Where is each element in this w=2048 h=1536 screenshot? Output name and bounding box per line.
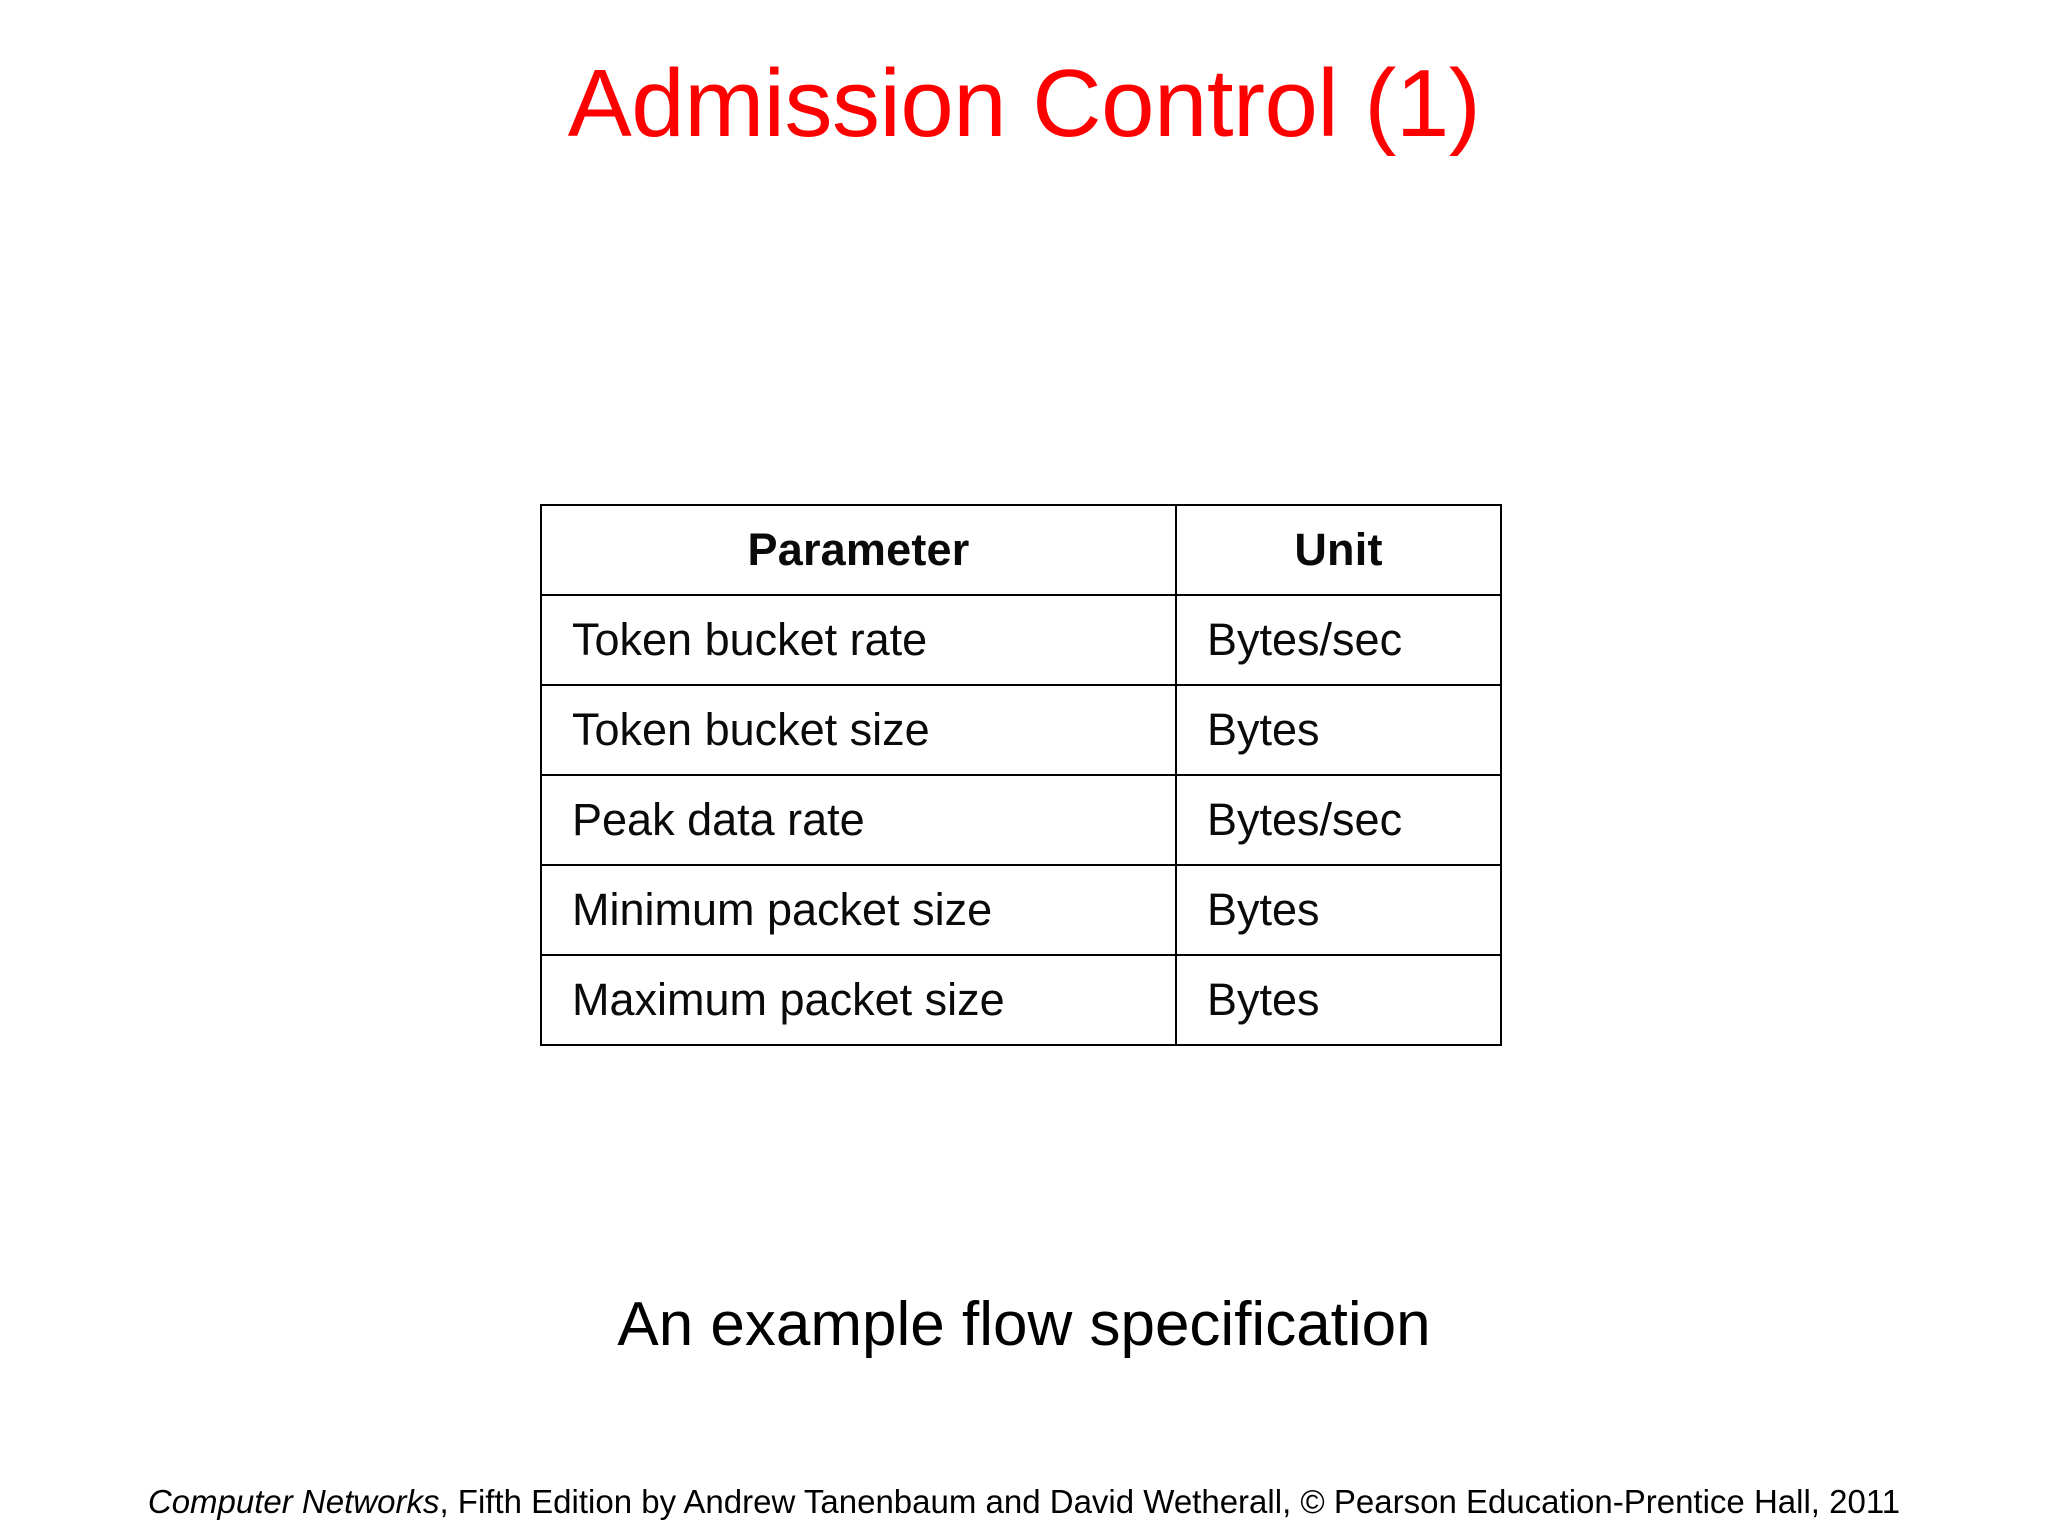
- column-header-parameter: Parameter: [540, 504, 1177, 596]
- footer-attribution: Computer Networks, Fifth Edition by Andr…: [0, 1482, 2048, 1522]
- flow-spec-table: Parameter Unit Token bucket rate Bytes/s…: [540, 504, 1502, 1046]
- table-row: Peak data rate Bytes/sec: [540, 774, 1502, 866]
- cell-unit: Bytes: [1175, 684, 1502, 776]
- cell-unit: Bytes: [1175, 954, 1502, 1046]
- table-row: Token bucket rate Bytes/sec: [540, 594, 1502, 686]
- cell-unit: Bytes/sec: [1175, 774, 1502, 866]
- footer-book-title: Computer Networks: [147, 1483, 440, 1520]
- page-title: Admission Control (1): [567, 50, 1481, 157]
- column-header-unit: Unit: [1175, 504, 1502, 596]
- table-caption: An example flow specification: [617, 1290, 1431, 1359]
- cell-unit: Bytes/sec: [1175, 594, 1502, 686]
- cell-parameter: Maximum packet size: [540, 954, 1177, 1046]
- cell-parameter: Token bucket rate: [540, 594, 1177, 686]
- cell-parameter: Peak data rate: [540, 774, 1177, 866]
- flow-spec-table-container: Parameter Unit Token bucket rate Bytes/s…: [540, 504, 1502, 1046]
- table-row: Token bucket size Bytes: [540, 684, 1502, 776]
- table-row: Maximum packet size Bytes: [540, 954, 1502, 1046]
- cell-unit: Bytes: [1175, 864, 1502, 956]
- table-header-row: Parameter Unit: [540, 504, 1502, 596]
- cell-parameter: Token bucket size: [540, 684, 1177, 776]
- table-row: Minimum packet size Bytes: [540, 864, 1502, 956]
- footer-attribution-rest: , Fifth Edition by Andrew Tanenbaum and …: [439, 1483, 1901, 1520]
- cell-parameter: Minimum packet size: [540, 864, 1177, 956]
